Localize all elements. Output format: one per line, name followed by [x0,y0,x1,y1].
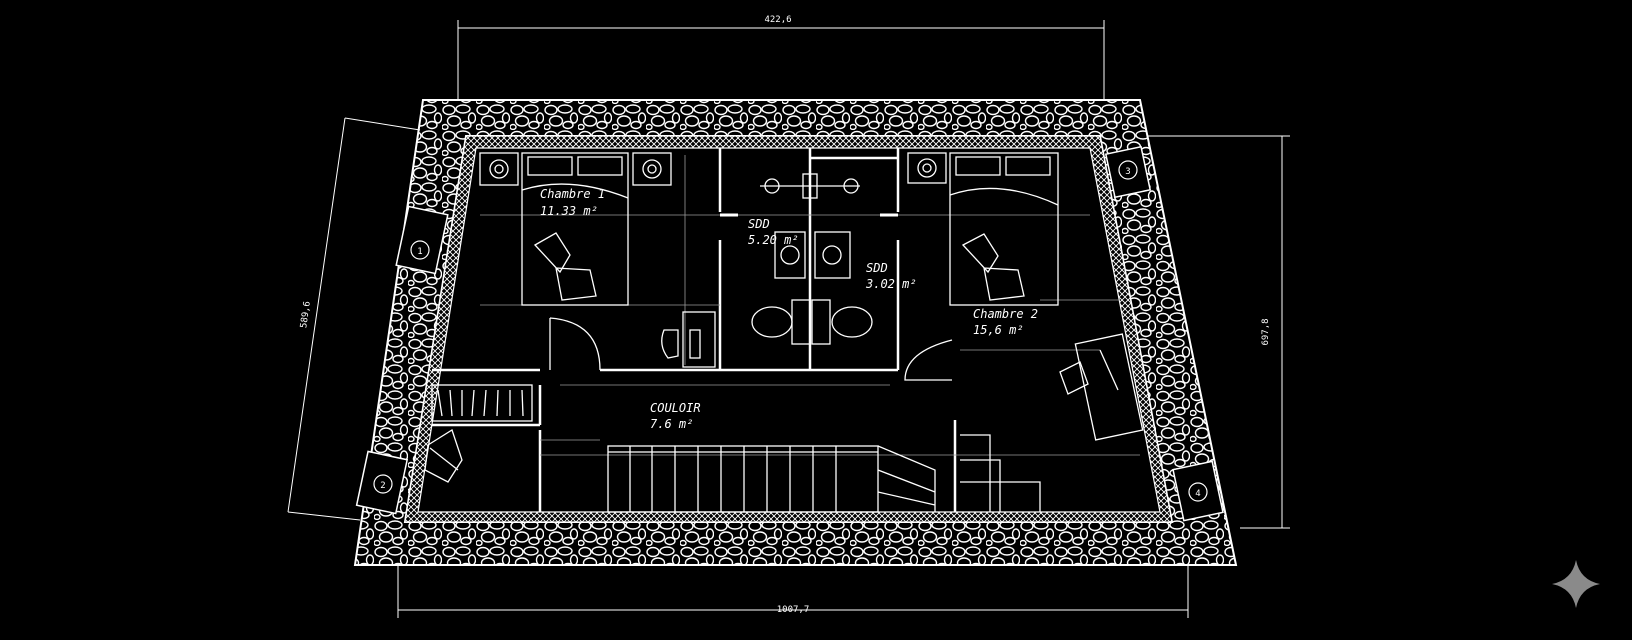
room-area-couloir: 7.6 m² [650,417,693,431]
room-area-chambre-2: 15,6 m² [973,323,1024,337]
armchair-icon [961,233,1025,301]
room-area-chambre-1: 11.33 m² [540,204,598,218]
nightstand [479,152,519,186]
dimension-top: 422,6 [764,15,791,25]
sink [774,231,806,279]
door-swing [549,317,601,371]
dimension-lines [287,20,1290,618]
double-bed [521,152,629,306]
desk [1074,333,1144,441]
wall-insulation-lining [404,135,1173,523]
room-name-sdd-2: SDD [866,261,888,275]
chair-icon [661,329,679,359]
chair-icon [1059,361,1089,395]
dimension-right: 697,8 [1261,318,1271,345]
staircase [607,445,879,513]
armchair-icon [533,232,597,301]
nightstand [907,152,947,184]
window-marker-4: 4 [1195,489,1200,499]
door-swing [904,339,953,381]
dimension-bottom: 1007,7 [777,605,810,615]
toilet-icon [831,306,873,338]
guide-lines [480,155,1140,456]
room-area-sdd-2: 3.02 m² [865,277,917,291]
room-area-sdd-1: 5.20 m² [748,233,799,247]
chair-icon [424,429,463,483]
sparkle-icon [1552,560,1600,608]
dimension-left: 589,6 [299,301,313,329]
wardrobe [431,384,533,422]
room-name-chambre-1: Chambre 1 [540,187,605,201]
desk [682,311,716,368]
room-name-chambre-2: Chambre 2 [973,307,1038,321]
toilet-icon [751,306,793,338]
room-name-couloir: COULOIR [650,401,701,415]
window-marker-3: 3 [1125,167,1130,177]
nightstand [632,152,672,186]
window-markers: 1 2 3 4 [355,145,1224,522]
chambre-1-furniture [479,152,716,371]
double-bed [949,152,1059,306]
window-marker-1: 1 [417,247,422,257]
sdd-2-fixtures [811,213,898,345]
room-name-sdd-1: SDD [748,217,770,231]
window-marker-2: 2 [380,481,385,491]
sdd-1-fixtures [720,173,860,345]
sink [814,231,851,279]
couloir-features [424,384,1041,513]
chambre-2-furniture [904,152,1144,441]
staircase-steps [960,434,1041,512]
